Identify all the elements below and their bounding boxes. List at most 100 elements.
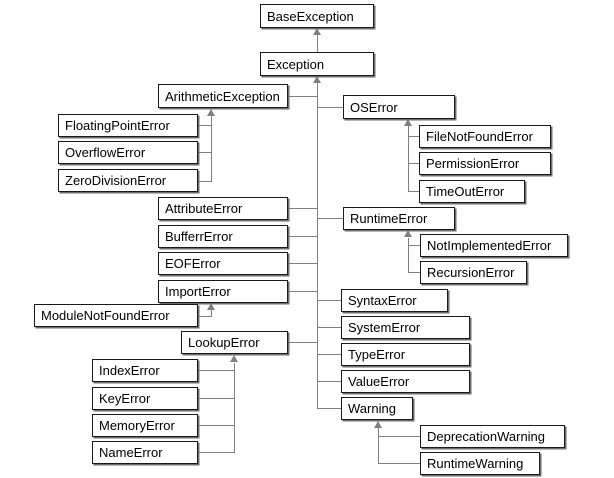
node-label: Exception [267, 56, 325, 72]
connector-warning-children-trunk [378, 428, 379, 464]
arrow-into-runtime-error [404, 230, 412, 237]
connector-import-to-trunk [288, 291, 318, 292]
node-label: LookupError [188, 335, 260, 350]
node-timeout-error[interactable]: TimeOutError [419, 180, 525, 203]
connector-lookup-to-trunk [288, 342, 318, 343]
connector-eof-to-trunk [288, 263, 318, 264]
node-arithmetic-exception[interactable]: ArithmeticException [158, 84, 288, 108]
connector-runtime-children-trunk [408, 238, 409, 273]
node-lookup-error[interactable]: LookupError [181, 331, 288, 354]
node-module-not-found-error[interactable]: ModuleNotFoundError [34, 304, 198, 327]
node-file-not-found-error[interactable]: FileNotFoundError [419, 125, 551, 148]
arrow-into-exception [313, 76, 321, 83]
connector-lookup-children-trunk [234, 363, 235, 453]
arrow-into-arithmetic [207, 109, 215, 116]
node-key-error[interactable]: KeyError [92, 387, 198, 410]
node-zero-division-error[interactable]: ZeroDivisionError [58, 169, 198, 192]
node-runtime-warning[interactable]: RuntimeWarning [420, 452, 540, 475]
node-index-error[interactable]: IndexError [92, 359, 198, 382]
arrow-into-os-error [404, 119, 412, 126]
connector-index-branch [198, 370, 235, 371]
arrow-into-import [207, 303, 215, 310]
node-label: OSError [350, 99, 398, 115]
node-eof-error[interactable]: EOFError [158, 252, 288, 275]
node-label: DeprecationWarning [427, 429, 546, 444]
node-label: TypeError [348, 347, 406, 362]
connector-syntax-to-trunk [317, 300, 341, 301]
node-label: RuntimeError [350, 211, 428, 226]
connector-os-error-to-trunk [317, 107, 343, 108]
node-bufferr-error[interactable]: BufferrError [158, 225, 288, 248]
node-import-error[interactable]: ImportError [158, 280, 288, 303]
connector-zero-division-branch [198, 181, 212, 182]
connector-module-not-found-branch [198, 316, 212, 317]
node-permission-error[interactable]: PermissionError [419, 152, 551, 175]
connector-key-branch [198, 398, 235, 399]
node-label: ModuleNotFoundError [41, 308, 170, 323]
node-deprecation-warning[interactable]: DeprecationWarning [420, 425, 565, 448]
connector-attribute-to-trunk [288, 208, 318, 209]
node-value-error[interactable]: ValueError [341, 370, 470, 393]
node-label: MemoryError [99, 418, 175, 433]
arrow-into-base-exception [313, 28, 321, 35]
node-os-error[interactable]: OSError [343, 95, 455, 119]
connector-file-not-found-branch [408, 136, 420, 137]
connector-import-child-trunk [211, 308, 212, 316]
node-base-exception[interactable]: BaseException [260, 4, 374, 28]
node-label: Warning [348, 401, 396, 416]
node-not-implemented-error[interactable]: NotImplementedError [420, 234, 568, 257]
connector-value-to-trunk [317, 381, 341, 382]
node-attribute-error[interactable]: AttributeError [158, 197, 288, 220]
node-warning[interactable]: Warning [341, 397, 413, 420]
node-label: SyntaxError [348, 293, 417, 308]
connector-arithmetic-children-trunk [211, 116, 212, 182]
node-label: FloatingPointError [65, 118, 170, 133]
node-label: NameError [99, 445, 163, 460]
connector-recursion-branch [408, 272, 421, 273]
connector-exception-main-trunk [317, 76, 318, 408]
node-type-error[interactable]: TypeError [341, 343, 470, 366]
node-recursion-error[interactable]: RecursionError [420, 261, 527, 284]
node-label: IndexError [99, 363, 160, 378]
node-name-error[interactable]: NameError [92, 441, 198, 464]
node-exception[interactable]: Exception [260, 52, 374, 76]
node-label: BaseException [267, 8, 354, 24]
connector-type-to-trunk [317, 354, 341, 355]
connector-exception-to-base-trunk [317, 28, 318, 52]
connector-bufferr-to-trunk [288, 236, 318, 237]
node-label: OverflowError [65, 145, 146, 160]
arrow-into-lookup [230, 355, 238, 362]
node-memory-error[interactable]: MemoryError [92, 414, 198, 437]
connector-floating-point-branch [198, 125, 212, 126]
connector-name-branch [198, 452, 235, 453]
connector-arithmetic-to-trunk [288, 96, 318, 97]
node-overflow-error[interactable]: OverflowError [58, 141, 198, 164]
node-label: EOFError [165, 256, 221, 271]
arrow-into-warning [374, 421, 382, 428]
connector-overflow-branch [198, 152, 212, 153]
node-label: RuntimeWarning [427, 456, 524, 471]
connector-runtime-warning-branch [378, 463, 421, 464]
node-syntax-error[interactable]: SyntaxError [341, 289, 448, 312]
node-label: ZeroDivisionError [65, 173, 167, 188]
connector-deprecation-branch [378, 436, 421, 437]
node-label: ImportError [165, 284, 231, 299]
node-label: PermissionError [426, 156, 520, 171]
node-system-error[interactable]: SystemError [341, 316, 470, 339]
node-floating-point-error[interactable]: FloatingPointError [58, 114, 198, 137]
node-label: NotImplementedError [427, 238, 552, 253]
node-label: BufferrError [165, 229, 233, 244]
connector-memory-branch [198, 425, 235, 426]
node-label: KeyError [99, 391, 151, 406]
connector-permission-branch [408, 163, 420, 164]
connector-not-implemented-branch [408, 245, 421, 246]
node-label: ArithmeticException [165, 88, 280, 104]
node-label: SystemError [348, 320, 421, 335]
connector-timeout-branch [408, 191, 420, 192]
node-label: RecursionError [427, 265, 515, 280]
node-runtime-error[interactable]: RuntimeError [343, 207, 455, 230]
connector-runtime-to-trunk [317, 218, 343, 219]
node-label: TimeOutError [426, 184, 505, 199]
node-label: ValueError [348, 374, 410, 389]
